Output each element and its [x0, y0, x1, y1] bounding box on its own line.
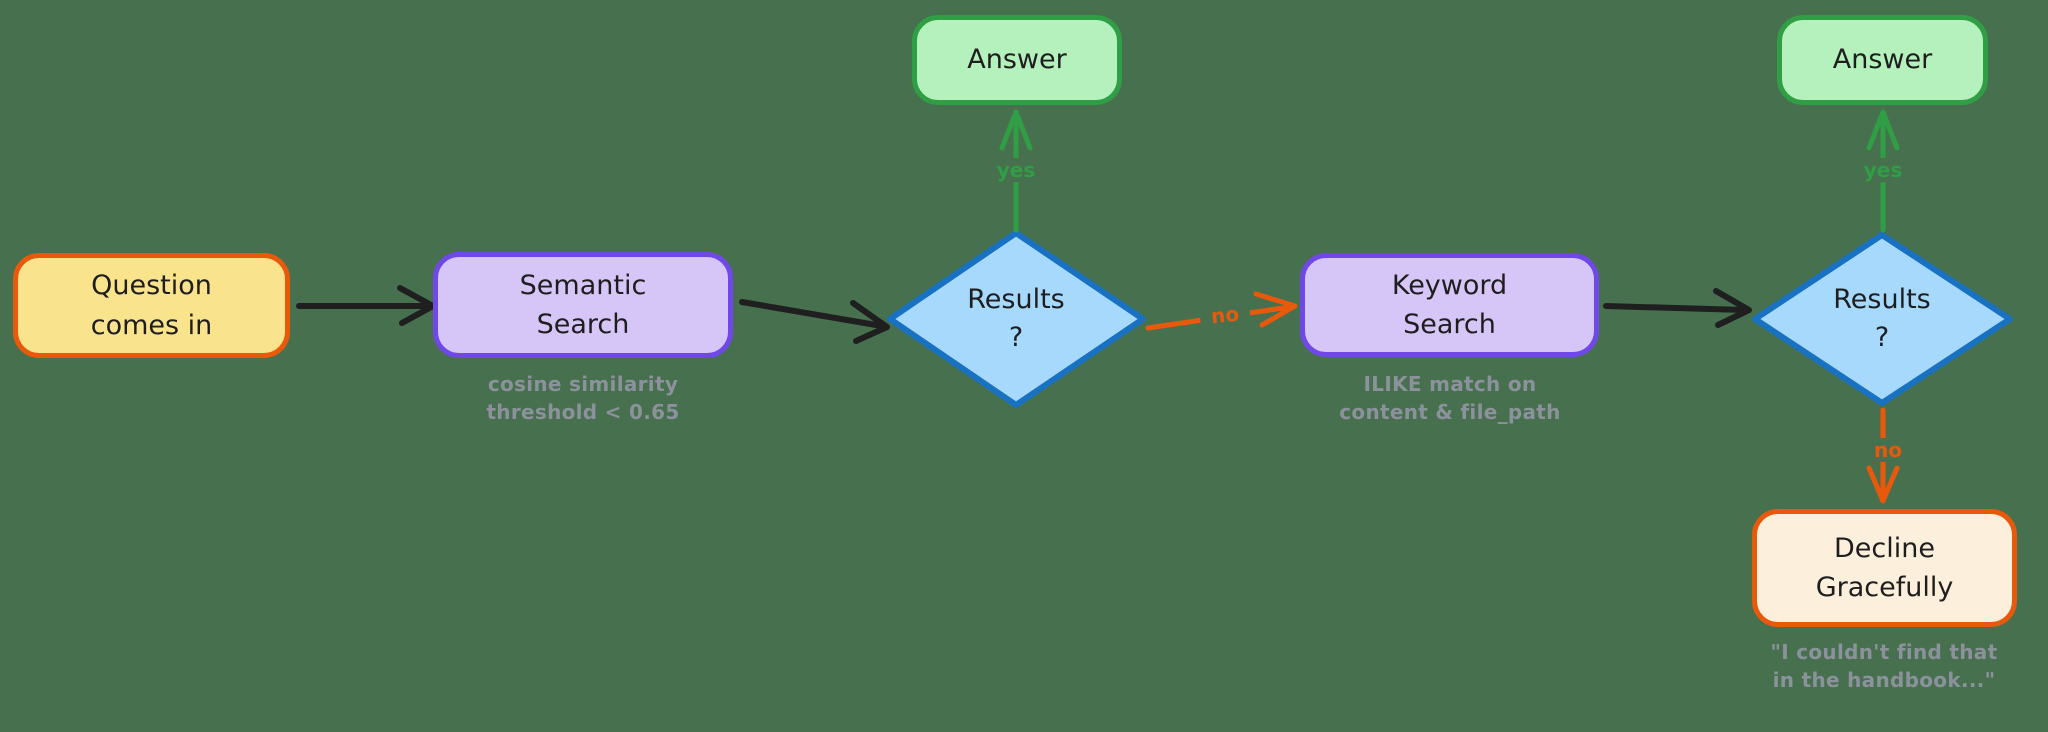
node-decision-2-label: Results ? — [1833, 284, 1931, 353]
node-question: Question comes in — [13, 253, 290, 358]
edge-semantic-to-decision1 — [739, 299, 890, 344]
node-decline-gracefully-label: Decline Gracefully — [1815, 532, 1954, 603]
node-answer-1-label: Answer — [967, 44, 1067, 76]
node-decision-1-label: Results ? — [967, 284, 1065, 353]
node-semantic-search: Semantic Search — [433, 252, 733, 358]
node-keyword-search-label: Keyword Search — [1391, 269, 1508, 340]
node-question-label: Question comes in — [90, 270, 213, 341]
node-decline-gracefully: Decline Gracefully — [1752, 509, 2017, 627]
node-answer-1: Answer — [912, 15, 1122, 105]
edge-label-yes-2: yes — [1853, 158, 1913, 182]
node-answer-2-label: Answer — [1832, 44, 1933, 76]
caption-semantic-search: cosine similarity threshold < 0.65 — [486, 372, 680, 424]
edge-label-no-2: no — [1863, 438, 1913, 462]
edge-label-yes-1: yes — [986, 158, 1046, 182]
node-answer-2: Answer — [1777, 15, 1988, 105]
caption-keyword-search: ILIKE match on content & file_path — [1339, 372, 1561, 424]
edge-keyword-to-decision2 — [1603, 288, 1752, 328]
caption-decline-gracefully: "I couldn't find that in the handbook...… — [1770, 640, 1998, 692]
node-semantic-search-label: Semantic Search — [519, 269, 647, 340]
edge-label-no-1: no — [1198, 300, 1252, 330]
edge-question-to-semantic — [296, 285, 436, 326]
node-keyword-search: Keyword Search — [1300, 253, 1599, 357]
